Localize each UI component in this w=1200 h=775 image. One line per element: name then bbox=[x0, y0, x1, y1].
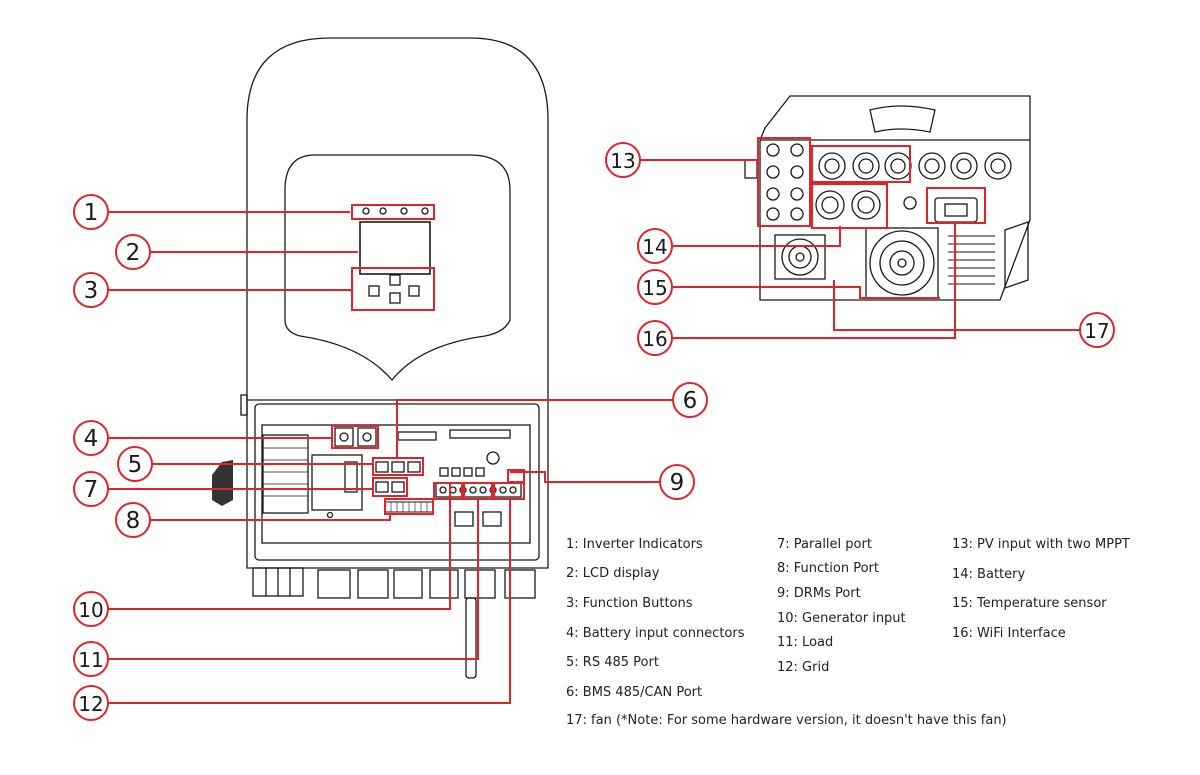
callout-11-circle bbox=[73, 641, 109, 677]
callout-17-number: 17 bbox=[1084, 319, 1109, 343]
callout-5-circle bbox=[117, 446, 153, 482]
indicator-leds bbox=[362, 207, 429, 215]
callout-12-circle bbox=[73, 685, 109, 721]
callout-3-number: 3 bbox=[84, 278, 99, 304]
callout-10-number: 10 bbox=[78, 598, 103, 622]
callout-5-number: 5 bbox=[128, 452, 143, 478]
callout-circles bbox=[73, 142, 1115, 721]
legend-item-4: 4: Battery input connectors bbox=[566, 626, 745, 641]
callout-12-number: 12 bbox=[78, 692, 103, 716]
legend-item-1: 1: Inverter Indicators bbox=[566, 537, 703, 552]
callout-14-number: 14 bbox=[642, 235, 667, 259]
lcd-display bbox=[359, 221, 431, 275]
rj45-ports bbox=[375, 461, 421, 493]
callout-6-circle bbox=[672, 382, 708, 418]
callout-15-number: 15 bbox=[642, 276, 667, 300]
callout-1-number: 1 bbox=[84, 200, 99, 226]
callout-14-circle bbox=[637, 228, 673, 264]
legend-item-6: 6: BMS 485/CAN Port bbox=[566, 685, 703, 700]
fan-small bbox=[774, 234, 826, 280]
callout-9-circle bbox=[659, 464, 695, 500]
legend-item-9: 9: DRMs Port bbox=[777, 586, 861, 601]
callout-numbers: 1 2 3 4 5 6 7 8 9 10 11 12 13 14 15 16 1… bbox=[78, 149, 1109, 716]
callout-4-circle bbox=[73, 420, 109, 456]
callout-9-number: 9 bbox=[670, 470, 685, 496]
callout-13-number: 13 bbox=[610, 149, 635, 173]
legend-item-2: 2: LCD display bbox=[566, 566, 660, 581]
callout-2-circle bbox=[115, 234, 151, 270]
callout-8-number: 8 bbox=[126, 508, 141, 534]
callout-1-circle bbox=[73, 194, 109, 230]
legend-item-15: 15: Temperature sensor bbox=[952, 596, 1107, 611]
legend-item-16: 16: WiFi Interface bbox=[952, 626, 1066, 641]
legend-item-14: 14: Battery bbox=[952, 567, 1026, 582]
callout-15-circle bbox=[637, 269, 673, 305]
callout-7-circle bbox=[73, 471, 109, 507]
legend-item-3: 3: Function Buttons bbox=[566, 596, 693, 611]
legend-item-13: 13: PV input with two MPPT bbox=[952, 537, 1130, 552]
legend-item-8: 8: Function Port bbox=[777, 561, 879, 576]
bottom-glands bbox=[815, 152, 1012, 220]
legend-item-10: 10: Generator input bbox=[777, 611, 906, 626]
callout-4-number: 4 bbox=[84, 426, 99, 452]
callout-16-circle bbox=[637, 320, 673, 356]
callout-11-number: 11 bbox=[78, 648, 103, 672]
legend-item-7: 7: Parallel port bbox=[777, 537, 872, 552]
legend-item-5: 5: RS 485 Port bbox=[566, 655, 659, 670]
callout-13-circle bbox=[605, 142, 641, 178]
callout-10-circle bbox=[73, 591, 109, 627]
callout-3-circle bbox=[73, 272, 109, 308]
inverter-front-view bbox=[212, 37, 549, 679]
legend-item-11: 11: Load bbox=[777, 635, 834, 650]
terminal-blocks bbox=[435, 451, 522, 498]
wifi-antenna bbox=[465, 597, 477, 679]
callout-lines bbox=[108, 137, 1080, 704]
legend-note-17: 17: fan (*Note: For some hardware versio… bbox=[566, 713, 1007, 728]
cable-glands bbox=[252, 567, 536, 599]
callout-17-circle bbox=[1079, 312, 1115, 348]
pv-connectors bbox=[766, 143, 804, 221]
callout-6-number: 6 bbox=[683, 388, 698, 414]
function-buttons bbox=[368, 274, 420, 304]
callout-7-number: 7 bbox=[84, 477, 99, 503]
legend-item-12: 12: Grid bbox=[777, 660, 830, 675]
callout-2-number: 2 bbox=[126, 240, 141, 266]
callout-8-circle bbox=[115, 502, 151, 538]
callout-16-number: 16 bbox=[642, 327, 667, 351]
